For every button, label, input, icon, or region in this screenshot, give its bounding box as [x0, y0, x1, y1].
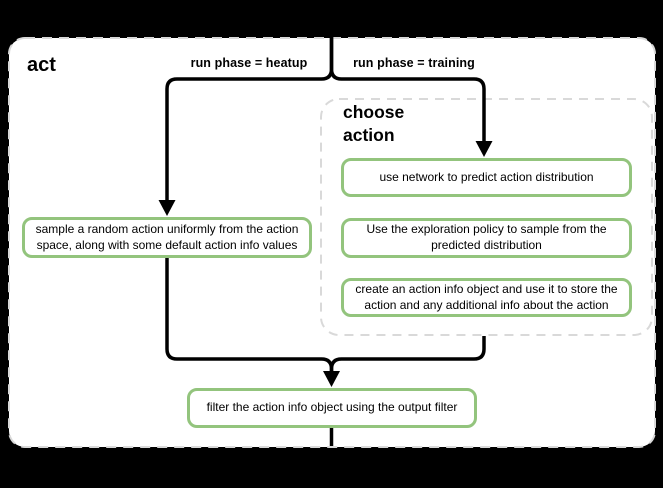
- node-use-network: use network to predict action distributi…: [341, 158, 632, 197]
- choose-action-group-border: [320, 98, 653, 336]
- node-create-action-info: create an action info object and use it …: [341, 278, 632, 317]
- connector-training-branch: [329, 22, 486, 142]
- node-filter-action-info: filter the action info object using the …: [187, 388, 477, 428]
- choose-action-title: choose action: [343, 102, 405, 145]
- node-sample-random-action: sample a random action uniformly from th…: [22, 217, 312, 258]
- arrowhead-merge: [323, 371, 340, 387]
- flowchart-title: act: [27, 54, 56, 76]
- branch-label-heatup: run phase = heatup: [190, 56, 308, 70]
- connector-merge-right: [329, 336, 486, 372]
- arrowhead-heatup: [158, 200, 176, 216]
- node-exploration-policy: Use the exploration policy to sample fro…: [341, 218, 632, 258]
- branch-label-training: run phase = training: [353, 56, 475, 70]
- arrowhead-training: [475, 141, 493, 157]
